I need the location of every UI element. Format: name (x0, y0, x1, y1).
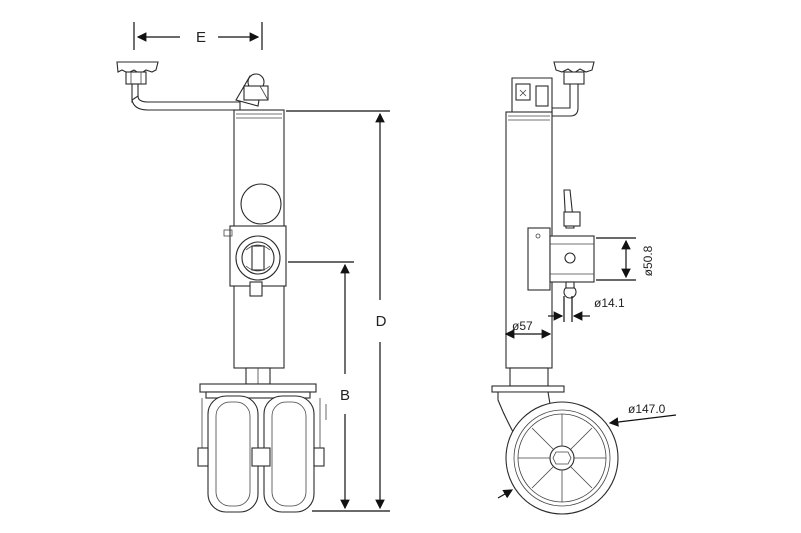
front-view (116, 61, 327, 513)
front-fork-plate (199, 383, 317, 399)
dimension-e-label: E (196, 29, 206, 46)
side-view (491, 61, 619, 515)
dimension-pin-diameter: ø14.1 (548, 296, 625, 322)
side-wheel (505, 401, 619, 515)
dimension-tube-diameter: ø57 (504, 319, 552, 339)
dimension-b-label: B (340, 387, 350, 404)
front-handle-knob (116, 61, 159, 85)
clamp-diameter-label: ø50.8 (641, 245, 655, 276)
dimension-d-label: D (376, 313, 387, 330)
side-clamp (527, 189, 595, 299)
dimension-b: B (288, 261, 354, 510)
front-crank-arm (131, 73, 269, 111)
side-handle (511, 61, 595, 117)
wheel-diameter-label: ø147.0 (628, 402, 666, 416)
dimension-wheel-diameter: ø147.0 (497, 402, 677, 499)
pin-diameter-label: ø14.1 (594, 296, 625, 310)
front-twin-wheels (197, 395, 327, 513)
dimension-d: D (286, 110, 390, 512)
front-clamp-bracket (223, 183, 287, 297)
dimension-e: E (133, 22, 263, 50)
front-inner-stem (245, 367, 271, 385)
tube-diameter-label: ø57 (512, 319, 533, 333)
dimension-clamp-diameter: ø50.8 (596, 237, 655, 281)
